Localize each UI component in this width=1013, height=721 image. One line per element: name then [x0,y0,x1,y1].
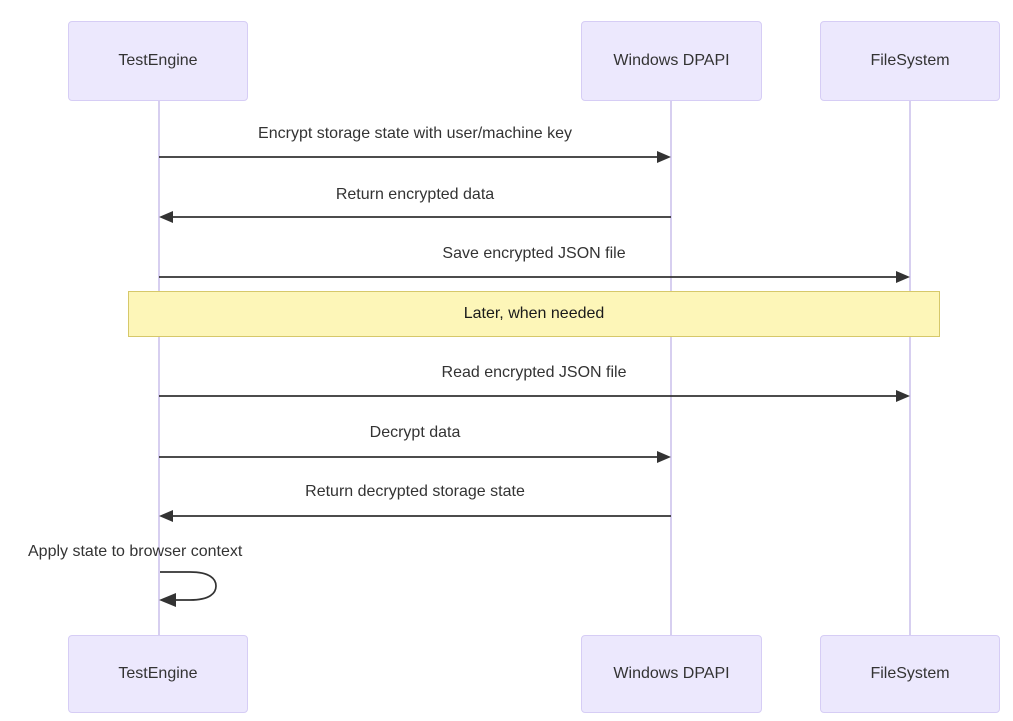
message-label-return-decrypted-storage-state: Return decrypted storage state [305,483,525,500]
message-label-decrypt-data: Decrypt data [369,424,461,441]
message-arrow-encrypt-storage-state [159,151,671,163]
message-arrow-return-decrypted-storage-state [159,510,671,522]
message-label-read-encrypted-json-file: Read encrypted JSON file [441,364,627,381]
participant-box-testengine-bottom[interactable]: TestEngine [68,635,248,713]
note-box-later-when-needed: Later, when needed [128,291,940,337]
participant-label-filesystem-top: FileSystem [870,52,950,69]
participant-box-filesystem-top[interactable]: FileSystem [820,21,1000,101]
participant-label-filesystem-bottom: FileSystem [870,665,950,682]
message-label-save-encrypted-json-file: Save encrypted JSON file [442,245,626,262]
participant-box-filesystem-bottom[interactable]: FileSystem [820,635,1000,713]
message-arrow-return-encrypted-data [159,211,671,223]
lifelines [158,101,911,635]
participant-label-testengine-top: TestEngine [118,52,198,69]
self-message-loop-apply-state [159,571,217,607]
message-arrow-read-encrypted-json-file [159,390,910,402]
note-label-later-when-needed: Later, when needed [463,305,605,322]
participant-box-windows-dpapi-top[interactable]: Windows DPAPI [581,21,762,101]
participant-label-windows-dpapi-top: Windows DPAPI [613,52,730,69]
participant-label-testengine-bottom: TestEngine [118,665,198,682]
message-arrow-save-encrypted-json-file [159,271,910,283]
message-label-encrypt-storage-state: Encrypt storage state with user/machine … [258,125,572,142]
participant-box-windows-dpapi-bottom[interactable]: Windows DPAPI [581,635,762,713]
message-label-apply-state-to-browser-context: Apply state to browser context [28,543,243,560]
participant-box-testengine-top[interactable]: TestEngine [68,21,248,101]
message-arrow-decrypt-data [159,451,671,463]
participant-label-windows-dpapi-bottom: Windows DPAPI [613,665,730,682]
message-label-return-encrypted-data: Return encrypted data [335,186,495,203]
